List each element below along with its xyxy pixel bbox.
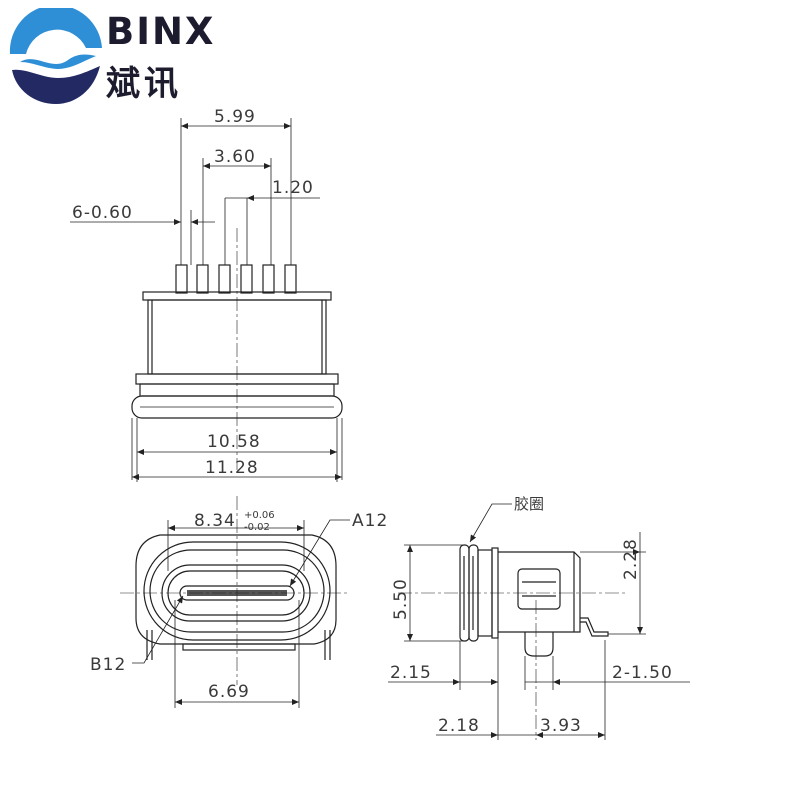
dim-2-18: 2.18 bbox=[438, 716, 480, 736]
front-view bbox=[120, 496, 350, 708]
dim-10-58: 10.58 bbox=[207, 432, 261, 452]
brand-name-cn: 斌讯 bbox=[106, 64, 182, 104]
dim-11-28: 11.28 bbox=[205, 458, 259, 478]
dim-8-34-tol-minus: -0.02 bbox=[244, 522, 270, 533]
dim-2-15: 2.15 bbox=[390, 663, 432, 683]
dim-5-50: 5.50 bbox=[391, 578, 411, 620]
top-view bbox=[70, 118, 343, 482]
binx-logo-icon bbox=[9, 8, 102, 104]
dim-3-93: 3.93 bbox=[540, 716, 582, 736]
dim-1-20: 1.20 bbox=[272, 178, 314, 198]
pins bbox=[175, 264, 297, 294]
dim-6-0-60: 6-0.60 bbox=[72, 203, 133, 223]
dim-2-28: 2.28 bbox=[621, 538, 641, 580]
dim-2-1-50: 2-1.50 bbox=[612, 663, 673, 683]
dim-8-34: 8.34 bbox=[194, 511, 236, 531]
label-gasket: 胶圈 bbox=[514, 495, 544, 513]
dim-3-60: 3.60 bbox=[214, 147, 256, 167]
dim-6-69: 6.69 bbox=[208, 682, 250, 702]
dim-5-99: 5.99 bbox=[214, 107, 256, 127]
dim-8-34-tol-plus: +0.06 bbox=[244, 510, 275, 521]
brand-name-en: BINX bbox=[106, 10, 216, 53]
label-a12: A12 bbox=[352, 511, 388, 531]
label-b12: B12 bbox=[90, 655, 126, 675]
side-view bbox=[388, 503, 690, 740]
